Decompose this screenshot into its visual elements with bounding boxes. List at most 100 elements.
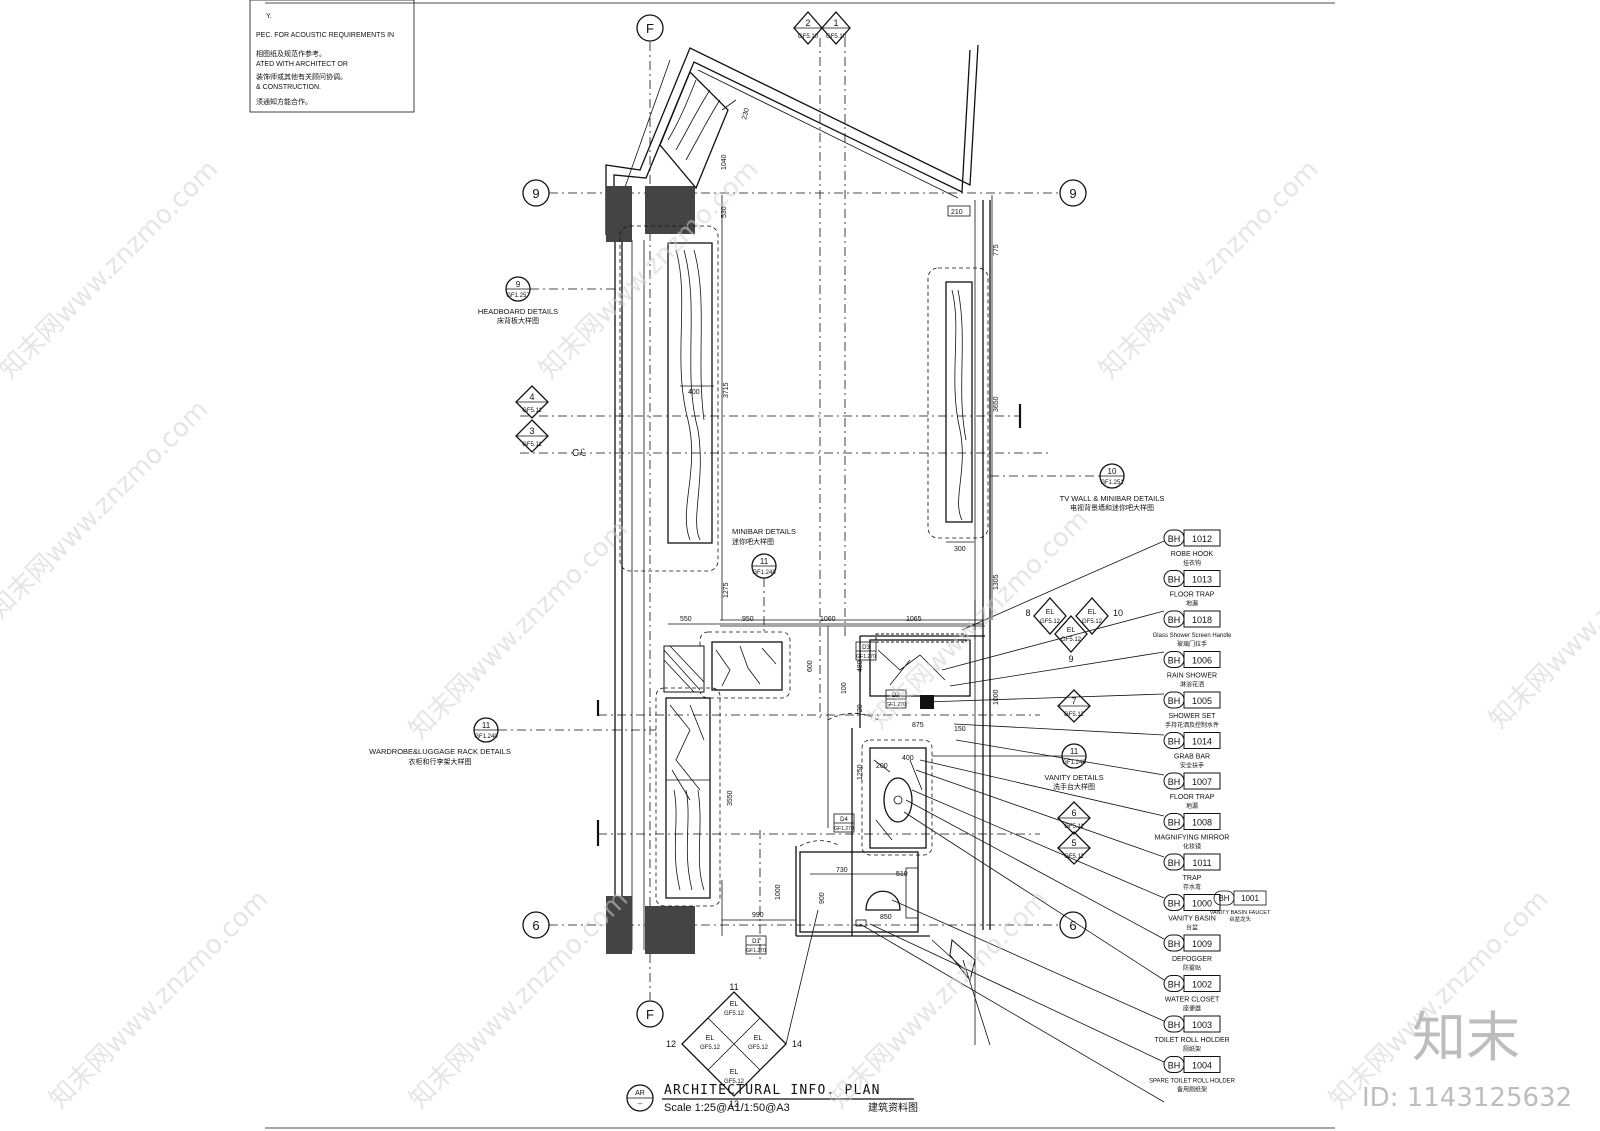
svg-text:11: 11 (1070, 747, 1079, 756)
svg-text:GF5.12: GF5.12 (1064, 712, 1085, 718)
svg-text:1000: 1000 (775, 884, 782, 900)
legend-label-cn: 防雾贴 (1183, 964, 1201, 972)
grid-bubble-6-right: 6 (1059, 911, 1087, 939)
legend-label-cn: 存水弯 (1183, 883, 1201, 891)
svg-text:GF1.251: GF1.251 (1100, 480, 1124, 486)
legend-num-box (1183, 1056, 1221, 1073)
svg-text:1001: 1001 (1241, 894, 1259, 903)
svg-text:床背板大样图: 床背板大样图 (497, 316, 539, 325)
svg-text:BH: BH (1218, 894, 1229, 903)
legend-label-en: TOILET ROLL HOLDER (1154, 1037, 1229, 1044)
title-block: AR -- ARCHITECTURAL INFO. PLAN Scale 1:2… (626, 1083, 918, 1114)
callout-wardrobe: 11 GF1.240 WARDROBE&LUGGAGE RACK DETAILS… (369, 717, 656, 766)
door-tag-d3: D3 GF1.270 (855, 641, 877, 661)
svg-text:2: 2 (805, 18, 810, 28)
svg-text:台盆龙头: 台盆龙头 (1229, 915, 1252, 923)
legend-code: BH (1168, 615, 1181, 625)
legend-code: BH (1168, 737, 1181, 747)
legend-label-en: SHOWER SET (1168, 713, 1216, 720)
svg-text:知末: 知末 (1412, 1006, 1520, 1069)
door-tag-d2: D2 GF1.270 (885, 689, 907, 709)
svg-text:知末网www.znzmo.com: 知末网www.znzmo.com (1094, 154, 1325, 385)
section-marker-4: 4 GF5.11 (515, 385, 549, 419)
section-marker-1: 1 GF5.10 (821, 11, 851, 45)
svg-text:11: 11 (729, 982, 738, 992)
svg-text:WARDROBE&LUGGAGE RACK DETAILS: WARDROBE&LUGGAGE RACK DETAILS (369, 747, 511, 756)
svg-text:D2: D2 (892, 693, 900, 699)
legend-number: 1018 (1192, 615, 1212, 625)
svg-text:TV WALL & MINIBAR DETAILS: TV WALL & MINIBAR DETAILS (1060, 494, 1165, 503)
svg-text:GF5.12: GF5.12 (1040, 619, 1061, 625)
svg-text:VANITY DETAILS: VANITY DETAILS (1044, 773, 1103, 782)
legend-label-en: VANITY BASIN (1168, 916, 1216, 923)
svg-text:D4: D4 (840, 817, 848, 823)
svg-text:知末网www.znzmo.com: 知末网www.znzmo.com (824, 884, 1055, 1115)
legend-num-box (1183, 570, 1221, 587)
svg-text:12: 12 (666, 1039, 676, 1049)
legend-num-box (1183, 975, 1221, 992)
legend-code: BH (1168, 899, 1181, 909)
svg-text:EL: EL (1046, 609, 1055, 616)
svg-text:4: 4 (529, 392, 534, 402)
bathroom-walls (720, 619, 985, 937)
svg-text:GF5.12: GF5.12 (724, 1011, 745, 1017)
section-marker-7: 7 GF5.12 (1057, 689, 1091, 723)
svg-text:11: 11 (760, 557, 769, 566)
svg-text:EL: EL (730, 1001, 739, 1008)
svg-text:GF1.270: GF1.270 (886, 702, 906, 708)
svg-text:D3: D3 (862, 645, 870, 651)
legend-number: 1008 (1192, 818, 1212, 828)
svg-text:1: 1 (833, 18, 838, 28)
svg-text:知末网www.znzmo.com: 知末网www.znzmo.com (404, 884, 635, 1115)
svg-text:875: 875 (912, 722, 924, 729)
svg-text:ID: 1143125632: ID: 1143125632 (1362, 1083, 1572, 1113)
svg-text:210: 210 (951, 209, 963, 216)
svg-text:D1: D1 (752, 939, 760, 945)
svg-text:990: 990 (752, 912, 764, 919)
svg-text:3650: 3650 (993, 396, 1000, 412)
svg-text:GF5.12: GF5.12 (748, 1045, 769, 1051)
legend-label-cn: 安全扶手 (1180, 762, 1204, 770)
svg-text:EL: EL (730, 1069, 739, 1076)
svg-text:530: 530 (721, 206, 728, 218)
section-marker-6: 6 GF5.11 (1057, 801, 1091, 835)
svg-text:GF1.248: GF1.248 (1062, 760, 1086, 766)
legend-code: BH (1168, 939, 1181, 949)
svg-text:PEC. FOR ACOUSTIC REQUIREMENTS: PEC. FOR ACOUSTIC REQUIREMENTS IN (256, 32, 394, 39)
section-marker-3: 3 GF5.11 (515, 419, 549, 453)
svg-text:100: 100 (841, 682, 848, 694)
svg-text:720: 720 (857, 704, 864, 716)
legend-code: BH (1168, 656, 1181, 666)
svg-text:6: 6 (532, 918, 539, 933)
svg-text:GF1.270: GF1.270 (856, 654, 876, 660)
legend-code: BH (1168, 1020, 1181, 1030)
svg-text:6: 6 (1069, 918, 1076, 933)
svg-text:电视背景墙和迷你吧大样图: 电视背景墙和迷你吧大样图 (1070, 503, 1154, 512)
dimensions: 230 1040 530 210 775 3715 3650 400 300 1… (668, 99, 1000, 921)
svg-text:ATED WITH ARCHITECT OR: ATED WITH ARCHITECT OR (256, 61, 348, 68)
legend-number: 1004 (1192, 1061, 1212, 1071)
callout-headboard: 9 GF1.257 HEADBOARD DETAILS 床背板大样图 (478, 276, 620, 325)
legend-num-box (1183, 894, 1221, 911)
svg-text:510: 510 (896, 871, 908, 878)
legend-code: BH (1168, 858, 1181, 868)
svg-text:GF5.10: GF5.10 (798, 34, 819, 40)
svg-text:知末网www.znzmo.com: 知末网www.znzmo.com (0, 394, 214, 625)
svg-text:ARCHITECTURAL INFO. PLAN: ARCHITECTURAL INFO. PLAN (664, 1083, 881, 1098)
svg-text:9: 9 (532, 186, 539, 201)
grid-bubble-9-left: 9 (522, 179, 550, 207)
svg-text:GF5.10: GF5.10 (826, 34, 847, 40)
legend-label-cn: 座便器 (1183, 1005, 1201, 1013)
svg-text:GF1.270: GF1.270 (834, 826, 854, 832)
svg-text:GF5.12: GF5.12 (724, 1079, 745, 1085)
svg-text:400: 400 (902, 755, 914, 762)
legend-num-box (1183, 651, 1221, 668)
door-swings (721, 712, 976, 982)
svg-text:11: 11 (482, 721, 491, 730)
grid-lines (520, 38, 1060, 1000)
